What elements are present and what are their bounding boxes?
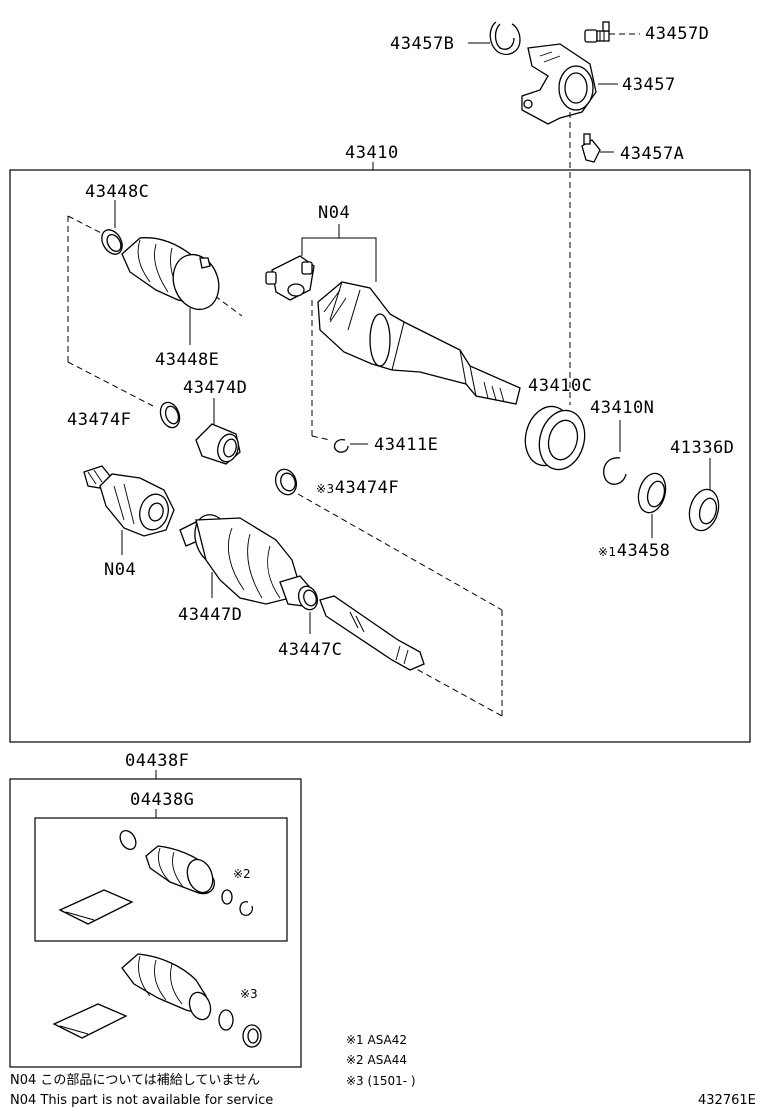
label-43474D: 43474D: [183, 378, 247, 398]
label-43448E: 43448E: [155, 350, 219, 370]
label-43411E: 43411E: [374, 435, 438, 455]
label-41336D: 41336D: [670, 438, 734, 458]
note-1: ※1 ASA42: [346, 1033, 407, 1047]
dust-cover-43458[interactable]: [634, 470, 669, 515]
label-43457B: 43457B: [390, 34, 454, 54]
bearing-bracket-43457[interactable]: [521, 43, 597, 125]
damper-43474D[interactable]: [195, 423, 241, 465]
assembly-box-43410: [9, 169, 751, 743]
boot-clamp-43448E[interactable]: [166, 248, 226, 316]
boot-clamp-43447C[interactable]: [295, 584, 320, 613]
note-3: ※3 (1501- ): [346, 1074, 416, 1088]
snap-ring-43410N[interactable]: [603, 457, 627, 485]
bolt-43457D[interactable]: [584, 21, 610, 43]
center-bearing-43410C[interactable]: [519, 401, 591, 474]
kit-inner-boot[interactable]: [117, 828, 254, 916]
footer-note-jp: N04 この部品については補給していません: [10, 1073, 260, 1088]
label-04438F: 04438F: [125, 751, 189, 771]
label-04438G: 04438G: [130, 790, 194, 810]
tripod-joint[interactable]: [265, 255, 315, 301]
label-N04-left: N04: [104, 560, 136, 580]
label-43447D: 43447D: [178, 605, 242, 625]
footer-note-en: N04 This part is not available for servi…: [10, 1093, 273, 1108]
label-43447C: 43447C: [278, 640, 342, 660]
label-43458: ※143458: [598, 541, 670, 561]
snap-ring-43411E[interactable]: [333, 439, 349, 453]
label-43457A: 43457A: [620, 144, 684, 164]
label-43448C: 43448C: [85, 182, 149, 202]
boot-clamp-43448C[interactable]: [98, 226, 127, 258]
label-43457D: 43457D: [645, 24, 709, 44]
kit-grease-pack-1[interactable]: [58, 889, 134, 925]
inboard-joint-housing-shaft[interactable]: [317, 281, 521, 405]
label-43474F-left: 43474F: [67, 410, 131, 430]
outboard-joint-N04[interactable]: [83, 465, 175, 537]
label-43410C: 43410C: [528, 376, 592, 396]
boot-clamp-43474F[interactable]: [157, 400, 183, 431]
kit-mark-2: ※2: [233, 867, 251, 881]
diagram-code: 432761E: [698, 1093, 756, 1108]
kit-outer-boot[interactable]: [121, 953, 262, 1048]
snap-ring-43457B[interactable]: [489, 21, 521, 55]
label-N04-top: N04: [318, 203, 350, 223]
pin-43457A[interactable]: [581, 133, 601, 163]
label-43410: 43410: [345, 143, 399, 163]
oil-seal-41336D[interactable]: [685, 486, 723, 534]
label-43474F-mid: ※343474F: [316, 478, 399, 498]
boot-clamp-43474F-mid[interactable]: [272, 466, 300, 497]
label-43410N: 43410N: [590, 398, 654, 418]
note-2: ※2 ASA44: [346, 1053, 407, 1067]
label-43457: 43457: [622, 75, 676, 95]
kit-box-04438G: [34, 817, 288, 942]
kit-mark-3: ※3: [240, 987, 258, 1001]
kit-grease-pack-2[interactable]: [52, 1003, 128, 1039]
